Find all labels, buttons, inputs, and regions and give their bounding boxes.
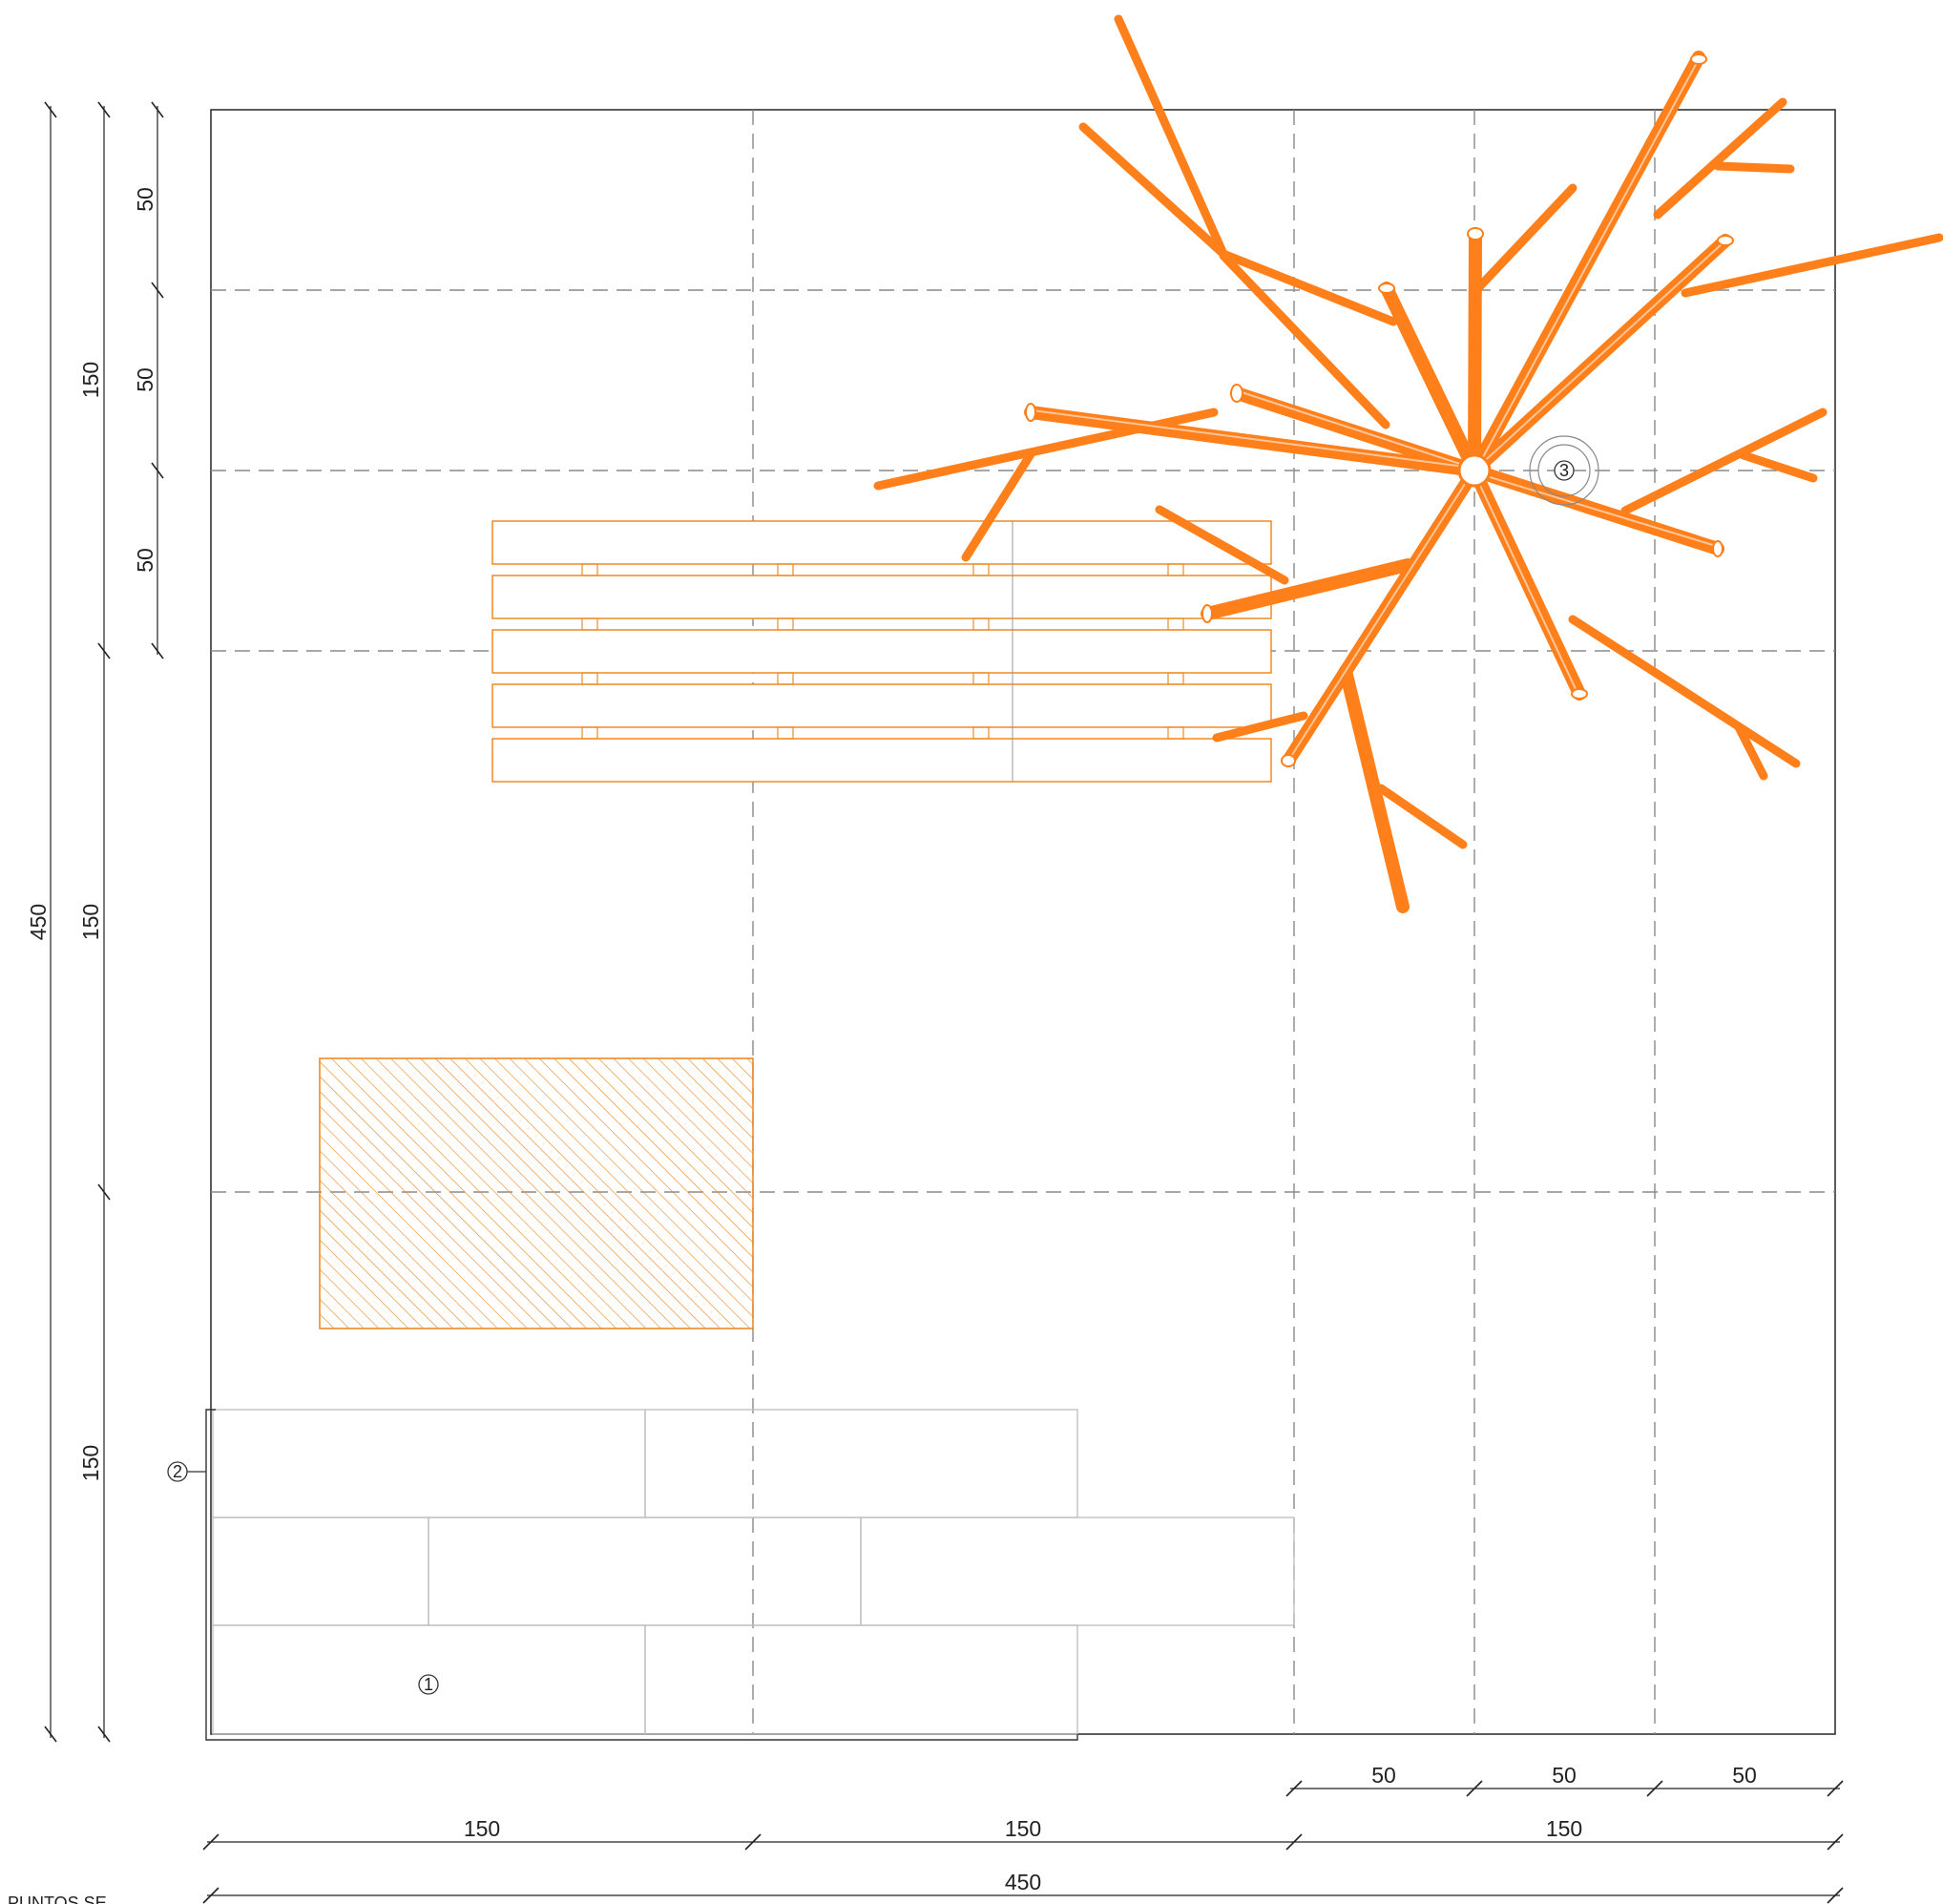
marker-1: 1 xyxy=(418,1674,439,1695)
svg-text:1: 1 xyxy=(424,1675,433,1694)
svg-text:50: 50 xyxy=(1732,1763,1757,1788)
hatched-planting-area xyxy=(319,1057,754,1329)
svg-text:2: 2 xyxy=(173,1462,182,1481)
marker-2: 2 xyxy=(167,1461,206,1482)
bottom-dimension-mid: 150 150 150 xyxy=(202,1816,1844,1851)
svg-text:50: 50 xyxy=(133,367,157,392)
dashed-grid xyxy=(211,110,1835,1734)
left-dimension-small: 50 50 50 xyxy=(133,101,164,659)
paving-stones xyxy=(212,1409,1295,1735)
bottom-dimension-small: 50 50 50 xyxy=(1285,1763,1844,1797)
svg-text:50: 50 xyxy=(133,187,157,212)
svg-text:450: 450 xyxy=(1005,1870,1041,1894)
svg-text:50: 50 xyxy=(1371,1763,1396,1788)
tree-branches xyxy=(873,14,1943,913)
svg-text:150: 150 xyxy=(1546,1816,1582,1841)
marker-3: 3 xyxy=(1554,460,1575,481)
left-dimension-mid: 150 150 150 xyxy=(78,101,111,1743)
svg-text:50: 50 xyxy=(1552,1763,1577,1788)
marker-3-rings xyxy=(1529,435,1599,506)
svg-text:150: 150 xyxy=(464,1816,500,1841)
svg-text:150: 150 xyxy=(78,1445,103,1481)
svg-text:50: 50 xyxy=(133,548,157,573)
left-dimension-total: 450 xyxy=(26,101,57,1743)
svg-text:450: 450 xyxy=(26,904,51,940)
svg-text:150: 150 xyxy=(1005,1816,1041,1841)
paving-bracket xyxy=(205,1409,1078,1741)
plot-frame xyxy=(210,109,1836,1735)
pallet-bench xyxy=(491,520,1272,783)
svg-text:150: 150 xyxy=(78,904,103,940)
footer-note: PUNTOS SE xyxy=(8,1894,107,1904)
bottom-dimension-total: 450 xyxy=(202,1870,1844,1904)
svg-text:150: 150 xyxy=(78,362,103,398)
svg-text:3: 3 xyxy=(1559,461,1569,480)
